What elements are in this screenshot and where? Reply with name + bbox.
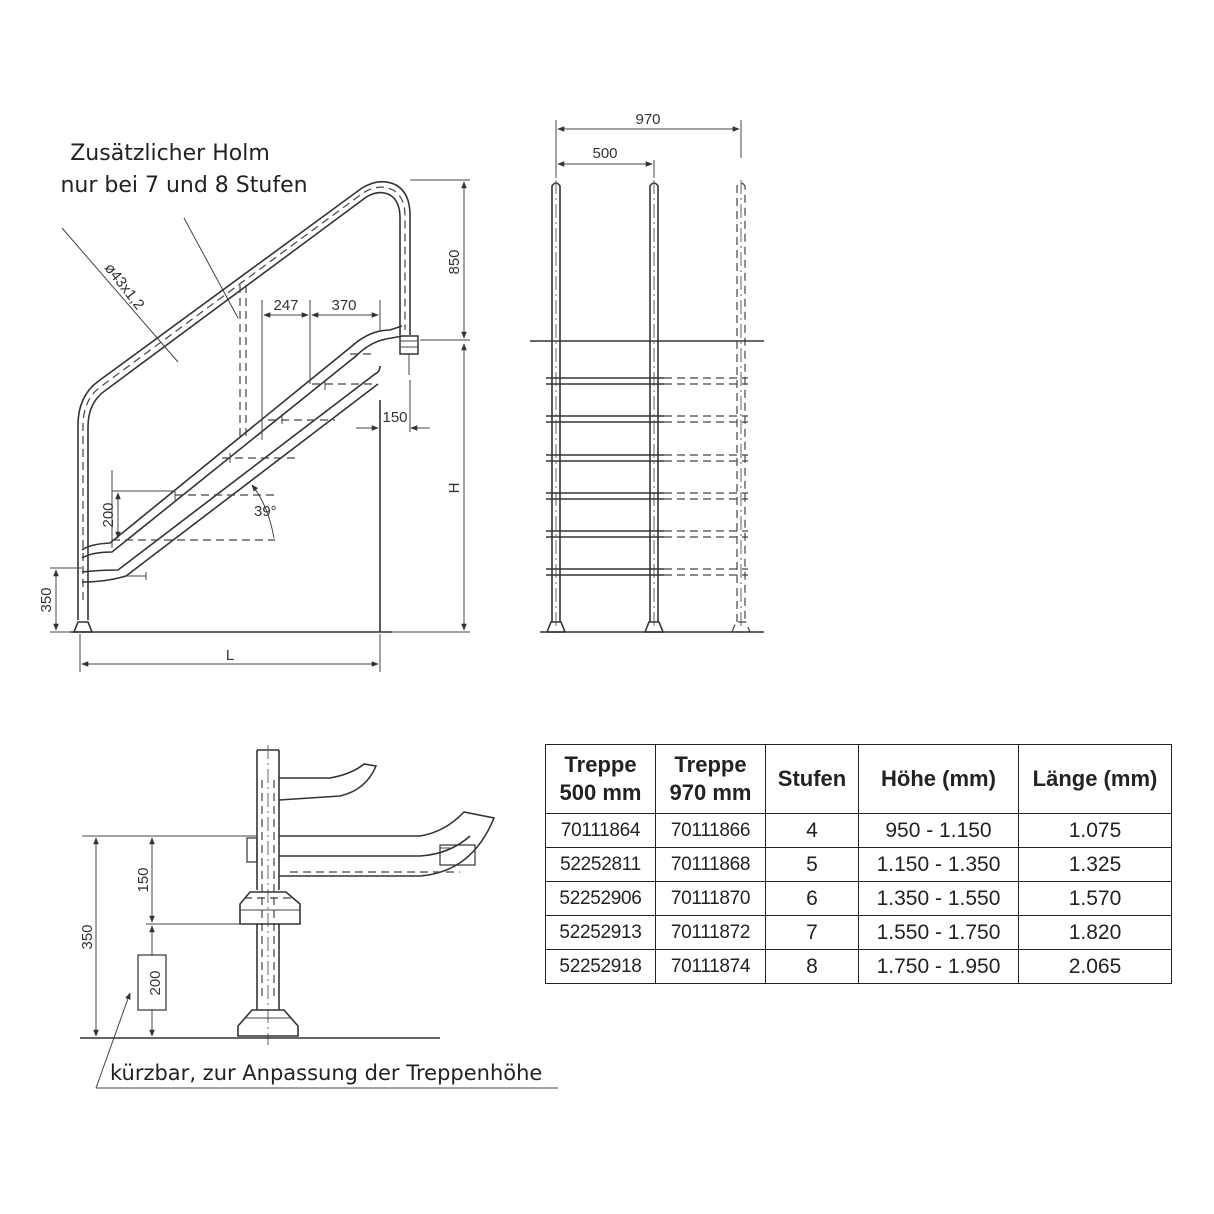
dim-L: L xyxy=(226,647,234,664)
detail-dim-150: 150 xyxy=(135,867,152,892)
handrail-centerline xyxy=(82,186,406,600)
front-view: 970 500 xyxy=(530,111,764,633)
dim-970: 970 xyxy=(635,111,660,128)
foot-detail: 350 150 200 kürzbar, zur Anpassung der T… xyxy=(79,745,558,1089)
dim-150: 150 xyxy=(382,409,407,426)
mounting-bracket xyxy=(399,335,419,355)
handrail-outer xyxy=(77,180,411,620)
lower-stringer xyxy=(81,365,381,573)
front-steps xyxy=(546,377,748,576)
upper-stringer xyxy=(81,325,403,551)
table-row: 52252811 70111868 5 1.150 - 1.350 1.325 xyxy=(545,847,1172,882)
holm-note-line2: nur bei 7 und 8 Stufen xyxy=(60,173,307,198)
shortenable-leader xyxy=(95,992,131,1089)
upper-tread xyxy=(278,763,378,801)
dim-370: 370 xyxy=(331,297,356,314)
foot-front xyxy=(72,621,94,633)
header-stufen: Stufen xyxy=(765,744,859,814)
flange xyxy=(239,891,301,925)
detail-foot xyxy=(237,1009,299,1037)
header-laenge: Länge (mm) xyxy=(1018,744,1172,814)
dim-850: 850 xyxy=(446,249,463,274)
side-view: Zusätzlicher Holm nur bei 7 und 8 Stufen… xyxy=(38,141,470,672)
table-row: 70111864 70111866 4 950 - 1.150 1.075 xyxy=(545,813,1172,848)
handrail-inner xyxy=(87,191,401,620)
header-hoehe: Höhe (mm) xyxy=(858,744,1019,814)
lower-tread xyxy=(279,811,496,877)
dim-500: 500 xyxy=(592,145,617,162)
post-right-optional xyxy=(736,182,746,622)
pipe-leader-line xyxy=(61,227,179,363)
holm-leader-line xyxy=(183,217,239,319)
detail-dim-350: 350 xyxy=(79,924,96,949)
table-row: 52252918 70111874 8 1.750 - 1.950 2.065 xyxy=(545,949,1172,984)
dim-200: 200 xyxy=(100,502,117,527)
dim-angle: 39° xyxy=(254,503,277,520)
pipe-diameter-label: ø43x1,2 xyxy=(101,260,148,313)
table-row: 52252906 70111870 6 1.350 - 1.550 1.570 xyxy=(545,881,1172,916)
table-row: 52252913 70111872 7 1.550 - 1.750 1.820 xyxy=(545,915,1172,950)
detail-dim-200-box xyxy=(137,954,167,1011)
dim-350: 350 xyxy=(38,587,55,612)
dim-H: H xyxy=(446,483,463,494)
shortenable-note: kürzbar, zur Anpassung der Treppenhöhe xyxy=(110,1061,542,1085)
dim-247: 247 xyxy=(273,297,298,314)
holm-note-line1: Zusätzlicher Holm xyxy=(70,141,270,166)
detail-dim-200: 200 xyxy=(147,970,164,995)
